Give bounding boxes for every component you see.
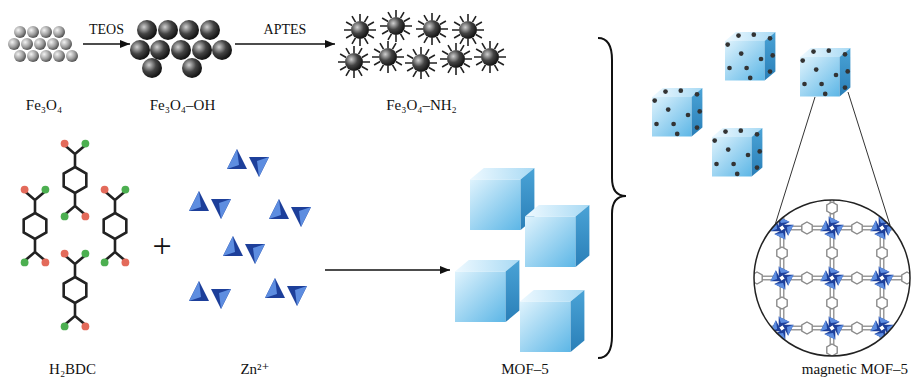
particle — [344, 14, 376, 46]
coated-particles — [130, 20, 232, 78]
fe3o4-particles — [8, 26, 78, 62]
figure-label: Zn²⁺ — [236, 360, 273, 378]
figure-group: magnetic MOF–5 — [640, 10, 912, 380]
figure-group: H₂BDC — [10, 135, 135, 380]
crystal — [800, 48, 850, 97]
amine-particles — [338, 10, 506, 79]
figure-group: Fe₃O₄ — [5, 8, 83, 116]
tetrahedra — [265, 278, 307, 306]
particle — [130, 40, 150, 60]
figure-label: Fe₃O₄–OH — [146, 96, 219, 114]
molecule — [61, 250, 90, 331]
particle — [158, 20, 178, 40]
reagent-label: APTES — [264, 22, 307, 39]
linker-molecules — [21, 140, 130, 331]
particle — [405, 47, 437, 79]
framework-lattice — [740, 195, 917, 365]
molecule — [21, 186, 50, 267]
molecule — [61, 140, 90, 221]
brace — [598, 38, 626, 358]
crystal — [520, 290, 584, 352]
tetrahedra — [227, 149, 269, 177]
particle — [66, 50, 78, 62]
tetrahedra — [189, 281, 231, 309]
figure-group: Zn²⁺ — [185, 135, 325, 380]
tetrahedra — [223, 236, 265, 264]
reaction-arrow — [325, 269, 450, 271]
particle — [14, 50, 26, 62]
figure-label: Fe₃O₄–NH₂ — [382, 96, 461, 114]
zinc-clusters — [189, 149, 311, 309]
crystal — [525, 205, 589, 267]
particle — [380, 10, 412, 42]
particle — [200, 20, 220, 40]
zoom-circle — [754, 200, 910, 356]
figure-group: MOF–5 — [450, 160, 600, 380]
reagent-label: TEOS — [89, 22, 124, 39]
crystal — [470, 168, 534, 230]
particle — [440, 43, 472, 75]
tetrahedra — [189, 191, 231, 219]
particle — [47, 38, 59, 50]
figure-label: magnetic MOF–5 — [798, 360, 912, 378]
particle — [40, 50, 52, 62]
particle — [182, 58, 202, 78]
particle — [53, 50, 65, 62]
particle — [142, 58, 162, 78]
particle — [338, 46, 370, 78]
molecule — [101, 186, 130, 267]
tetrahedra — [269, 199, 311, 227]
reaction-arrow — [235, 43, 335, 45]
particle — [372, 41, 404, 73]
particle — [212, 40, 232, 60]
particle — [171, 40, 191, 60]
zoom-lines — [775, 92, 890, 225]
plus-sign: + — [152, 229, 171, 263]
figure-group: Fe₃O₄–OH — [130, 8, 235, 116]
particle — [474, 41, 506, 73]
particle — [8, 38, 20, 50]
reaction-arrow — [83, 43, 130, 45]
figure-label: H₂BDC — [45, 360, 100, 378]
particle — [27, 50, 39, 62]
particle — [416, 13, 448, 45]
particle — [53, 26, 65, 38]
particle — [60, 38, 72, 50]
crystal — [725, 32, 775, 81]
particle — [452, 14, 484, 46]
figure-label: MOF–5 — [497, 360, 553, 378]
particle — [137, 20, 157, 40]
figure-group: Fe₃O₄–NH₂ — [335, 8, 508, 116]
particle — [192, 40, 212, 60]
particle — [21, 38, 33, 50]
figure-label: Fe₃O₄ — [22, 96, 66, 114]
particle — [179, 20, 199, 40]
particle — [27, 26, 39, 38]
particle — [40, 26, 52, 38]
crystal — [455, 260, 519, 322]
crystal — [652, 88, 702, 137]
particle — [150, 40, 170, 60]
particle — [34, 38, 46, 50]
particle — [14, 26, 26, 38]
magnetic-crystals — [652, 32, 850, 177]
mof-crystals — [455, 168, 589, 352]
crystal — [712, 128, 762, 177]
